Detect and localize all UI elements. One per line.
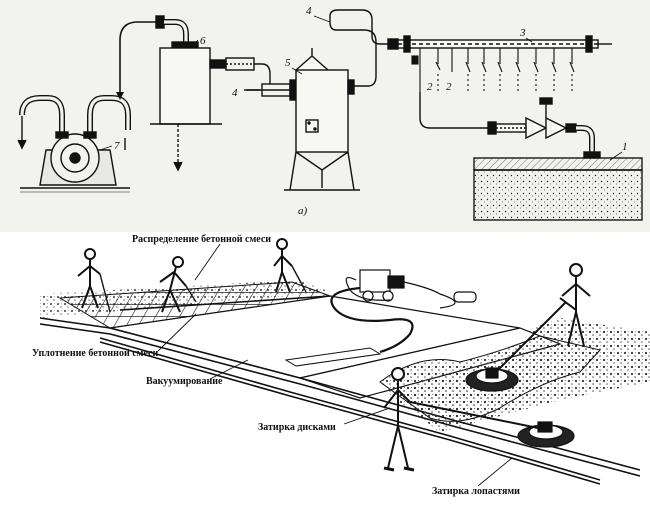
vacuum-scheme-panel: 7 6 4 4 5 3 2 2 1 а) [0, 0, 650, 232]
callout-2a: 2 [427, 81, 433, 93]
vacuum-collector [387, 35, 612, 53]
vacuum-hose [330, 286, 414, 354]
vacuum-pump [17, 95, 131, 193]
worker-4 [561, 263, 591, 347]
vacuum-hose-pump [119, 21, 156, 95]
hose-to-shield [419, 92, 488, 129]
callout-4a: 4 [232, 87, 238, 99]
figure-label: а) [298, 205, 308, 217]
worker-1 [77, 248, 111, 313]
caption-compaction: Уплотнение бетонной смеси [32, 348, 158, 359]
callout-6: 6 [200, 35, 206, 47]
caption-vacuuming: Вакуумирование [146, 376, 223, 387]
caption-leaders [157, 243, 513, 487]
worker-3 [273, 238, 307, 293]
vacuum-chamber [261, 29, 377, 191]
collector-drops [411, 48, 575, 94]
concrete-process-panel: Распределение бетонной смеси Уплотнение … [0, 232, 650, 500]
callout-3: 3 [519, 27, 526, 39]
callout-7: 7 [114, 140, 120, 152]
callout-2b: 2 [446, 81, 452, 93]
disc-trowel-machine [465, 297, 577, 392]
vacuum-scheme-diagram: 7 6 4 4 5 3 2 2 1 а) [17, 5, 643, 221]
callout-1: 1 [622, 141, 628, 153]
callout-4b: 4 [306, 5, 312, 17]
caption-blade-trowel: Затирка лопастями [432, 486, 520, 497]
vacuum-pump-unit [345, 269, 477, 309]
shield-fitting [487, 97, 601, 159]
separator-tank [150, 15, 255, 172]
concrete-slab [473, 157, 643, 221]
worker-5 [383, 367, 415, 472]
caption-distribution: Распределение бетонной смеси [132, 234, 271, 245]
blade-trowel-machine [409, 401, 575, 448]
flow-arrow-icon [116, 92, 124, 100]
callout-5: 5 [285, 57, 291, 69]
worker-2 [159, 256, 197, 313]
concrete-process-illustration: Распределение бетонной смеси Уплотнение … [0, 234, 650, 500]
formwork-rails [39, 295, 641, 485]
caption-disc-trowel: Затирка дисками [258, 422, 336, 433]
scheme-callouts: 7 6 4 4 5 3 2 2 1 а) [99, 5, 628, 217]
hose-to-collector [329, 9, 388, 45]
